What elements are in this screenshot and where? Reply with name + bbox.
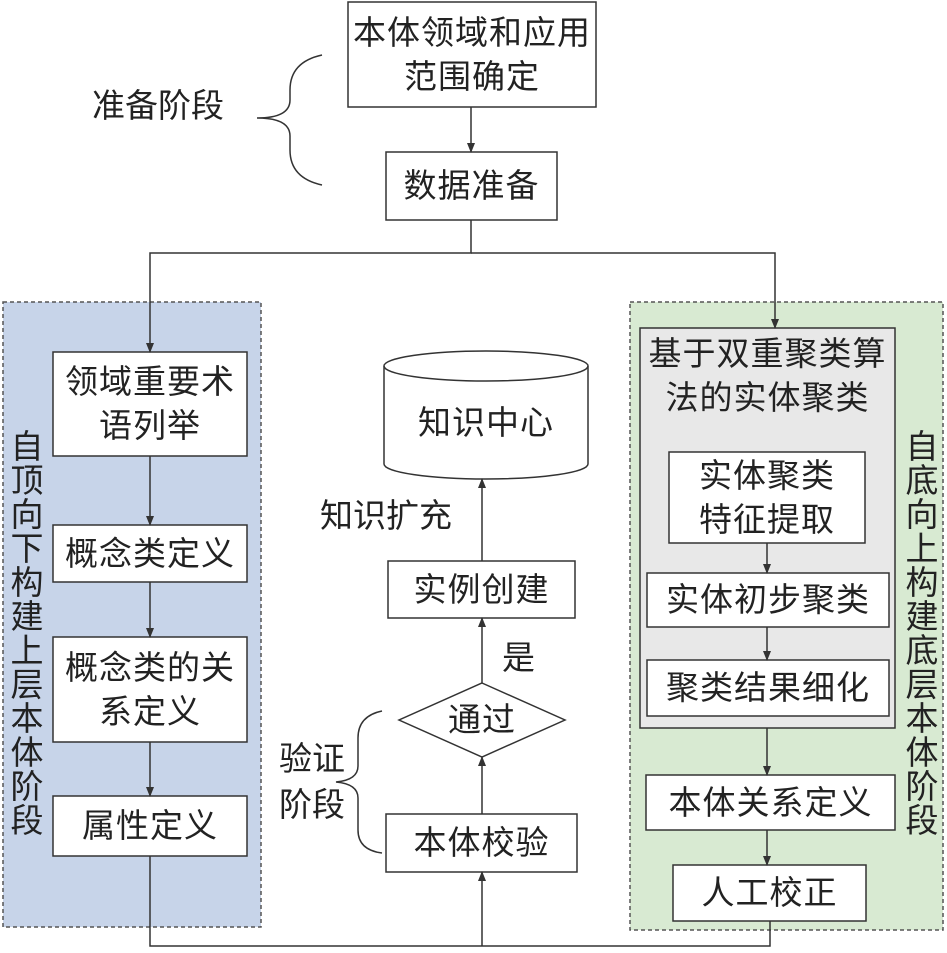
verify-label: 本体校验	[413, 823, 550, 863]
knowledge-center-cylinder	[383, 350, 589, 480]
ontology-rel-label: 本体关系定义	[668, 782, 873, 822]
initial-cluster-label: 实体初步聚类	[666, 580, 870, 620]
class-def-label: 概念类定义	[65, 533, 235, 573]
manual-label: 人工校正	[701, 873, 838, 913]
class-rel-label: 概念类的关系定义	[65, 647, 235, 731]
instance-box	[387, 560, 576, 619]
scope-box	[347, 1, 597, 108]
refine-box	[646, 659, 890, 717]
instance-label: 实例创建	[413, 569, 550, 609]
connectors	[146, 107, 779, 947]
pass-label: 通过	[448, 700, 516, 740]
feature-box	[668, 451, 866, 544]
verify-stage-label: 验证阶段	[279, 739, 345, 824]
expand-label: 知识扩充	[320, 496, 452, 535]
prep-brace	[256, 54, 323, 186]
feature-label: 实体聚类特征提取	[699, 455, 835, 539]
yes-label: 是	[502, 638, 535, 677]
refine-label: 聚类结果细化	[666, 668, 870, 708]
verify-brace	[335, 710, 383, 854]
data-prep-box	[385, 151, 558, 221]
data-prep-label: 数据准备	[403, 166, 540, 206]
ontology-rel-box	[645, 774, 896, 831]
scope-label: 本体领域和应用范围确定	[353, 12, 591, 96]
attr-def-label: 属性定义	[82, 806, 218, 846]
terms-label: 领域重要术语列举	[65, 362, 235, 445]
top-down-label: 自顶向下构建上层本体阶段	[10, 427, 44, 840]
terms-box	[52, 351, 248, 457]
cylinder-rim	[383, 365, 589, 382]
dual-cluster-label: 基于双重聚类算法的实体聚类	[648, 334, 887, 417]
class-def-box	[52, 524, 248, 583]
prep-stage-label: 准备阶段	[92, 86, 224, 125]
knowledge-center-label: 知识中心	[418, 403, 554, 443]
bottom-up-label: 自底向上构建底层本体阶段	[905, 427, 939, 840]
initial-cluster-box	[646, 572, 890, 628]
